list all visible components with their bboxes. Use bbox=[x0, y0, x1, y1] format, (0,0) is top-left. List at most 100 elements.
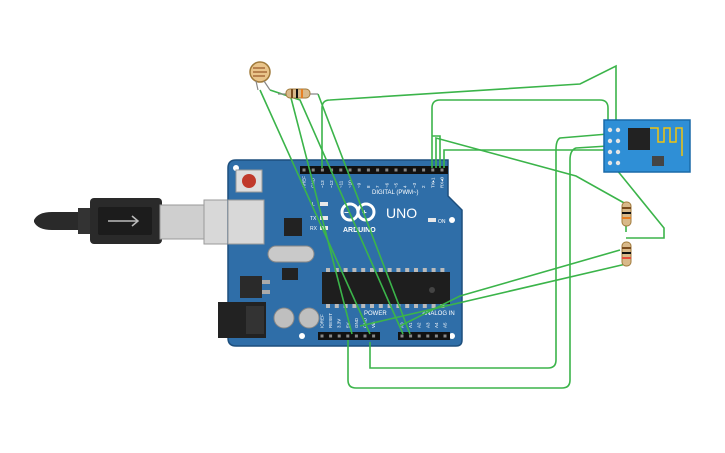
esp-pin[interactable] bbox=[615, 149, 621, 155]
power-pin[interactable] bbox=[372, 334, 376, 338]
digital-pin[interactable] bbox=[311, 168, 315, 172]
photoresistor[interactable] bbox=[249, 61, 271, 91]
digital-pin-label: ~13 bbox=[320, 180, 325, 188]
chip-leg bbox=[326, 268, 330, 272]
power-pin-label: GND bbox=[354, 317, 359, 328]
wire[interactable] bbox=[359, 263, 627, 327]
power-pin[interactable] bbox=[346, 334, 350, 338]
wire[interactable] bbox=[443, 149, 604, 168]
digital-pin[interactable] bbox=[385, 168, 389, 172]
analog-pin[interactable] bbox=[400, 334, 404, 338]
digital-pin-label: ~11 bbox=[338, 180, 343, 188]
svg-text:−: − bbox=[344, 208, 349, 217]
digital-pin-label: 4 bbox=[403, 185, 408, 188]
analog-pin-label: A2 bbox=[417, 322, 422, 328]
digital-pin[interactable] bbox=[348, 168, 352, 172]
wire[interactable] bbox=[369, 133, 609, 369]
digital-pin-label: 2 bbox=[421, 185, 426, 188]
esp-pin[interactable] bbox=[607, 149, 613, 155]
power-pin-label: RESET bbox=[328, 313, 333, 328]
power-pin-label: IOREF bbox=[320, 314, 325, 328]
chip-leg bbox=[431, 304, 436, 308]
usb-metal-shell bbox=[159, 204, 209, 240]
wire[interactable] bbox=[269, 89, 404, 335]
power-pin[interactable] bbox=[363, 334, 367, 338]
chip-leg bbox=[431, 268, 436, 272]
wire[interactable] bbox=[289, 93, 353, 335]
analog-pin[interactable] bbox=[409, 334, 413, 338]
digital-pin-label: ~9 bbox=[357, 182, 362, 188]
wire[interactable] bbox=[611, 163, 665, 239]
resistor[interactable] bbox=[278, 88, 318, 99]
reset-button[interactable] bbox=[242, 174, 256, 188]
analog-pin[interactable] bbox=[417, 334, 421, 338]
power-pin[interactable] bbox=[337, 334, 341, 338]
digital-pin[interactable] bbox=[357, 168, 361, 172]
chip-leg bbox=[387, 268, 392, 272]
esp-pin[interactable] bbox=[615, 127, 621, 133]
digital-pin[interactable] bbox=[422, 168, 426, 172]
analog-pin[interactable] bbox=[426, 334, 430, 338]
analog-pin[interactable] bbox=[443, 334, 447, 338]
digital-pin[interactable] bbox=[431, 168, 435, 172]
esp-pin[interactable] bbox=[607, 127, 613, 133]
wire[interactable] bbox=[435, 136, 627, 205]
digital-header-label: DIGITAL (PWM~) bbox=[372, 190, 419, 196]
digital-pin[interactable] bbox=[440, 168, 444, 172]
model-label: UNO bbox=[386, 205, 417, 221]
resistor[interactable] bbox=[621, 201, 632, 227]
chip-leg bbox=[378, 304, 383, 308]
power-pin-label: 3.3V bbox=[337, 319, 342, 328]
resistor[interactable] bbox=[621, 241, 632, 267]
capacitor bbox=[298, 307, 320, 329]
wire[interactable] bbox=[432, 135, 441, 168]
esp-pin[interactable] bbox=[607, 138, 613, 144]
digital-pin[interactable] bbox=[320, 168, 324, 172]
led-tx-label: TX bbox=[310, 216, 317, 222]
led-tx bbox=[320, 216, 328, 220]
wire[interactable] bbox=[431, 99, 609, 168]
digital-pin[interactable] bbox=[394, 168, 398, 172]
power-pin[interactable] bbox=[329, 334, 333, 338]
usb-cable[interactable] bbox=[34, 198, 263, 245]
analog-header bbox=[398, 332, 450, 340]
wire[interactable] bbox=[317, 93, 411, 335]
resistor-band bbox=[291, 89, 293, 98]
wire[interactable] bbox=[347, 145, 609, 389]
digital-header bbox=[300, 166, 448, 174]
digital-pin[interactable] bbox=[302, 168, 306, 172]
resistor-band bbox=[622, 257, 631, 259]
digital-pin[interactable] bbox=[403, 168, 407, 172]
resistor-band bbox=[622, 217, 631, 219]
regulator-leg bbox=[262, 290, 270, 294]
led-rx-label: RX bbox=[310, 226, 318, 232]
esp-pin[interactable] bbox=[615, 138, 621, 144]
wire[interactable] bbox=[321, 64, 617, 168]
esp-pin[interactable] bbox=[615, 160, 621, 166]
resistor-band bbox=[296, 89, 298, 98]
esp-pin[interactable] bbox=[607, 160, 613, 166]
wire[interactable] bbox=[399, 249, 621, 327]
capacitor bbox=[273, 307, 295, 329]
digital-pin[interactable] bbox=[376, 168, 380, 172]
chip-legs bbox=[326, 268, 445, 308]
chip-leg bbox=[343, 304, 348, 308]
power-pin[interactable] bbox=[354, 334, 358, 338]
analog-pin[interactable] bbox=[434, 334, 438, 338]
resistor-band bbox=[622, 212, 631, 214]
wires bbox=[259, 64, 665, 389]
small-chip bbox=[282, 268, 298, 280]
esp-antenna bbox=[650, 127, 683, 156]
analog-pin-label: A3 bbox=[425, 322, 430, 328]
digital-pin[interactable] bbox=[339, 168, 343, 172]
digital-pin[interactable] bbox=[366, 168, 370, 172]
esp8266-module[interactable] bbox=[603, 119, 691, 173]
digital-pin-label: TX▸1 bbox=[430, 177, 435, 188]
power-pin[interactable] bbox=[320, 334, 324, 338]
digital-pin[interactable] bbox=[412, 168, 416, 172]
digital-pin-label: 8 bbox=[366, 185, 371, 188]
wire[interactable] bbox=[259, 89, 371, 335]
usb-strain-relief bbox=[78, 208, 92, 234]
